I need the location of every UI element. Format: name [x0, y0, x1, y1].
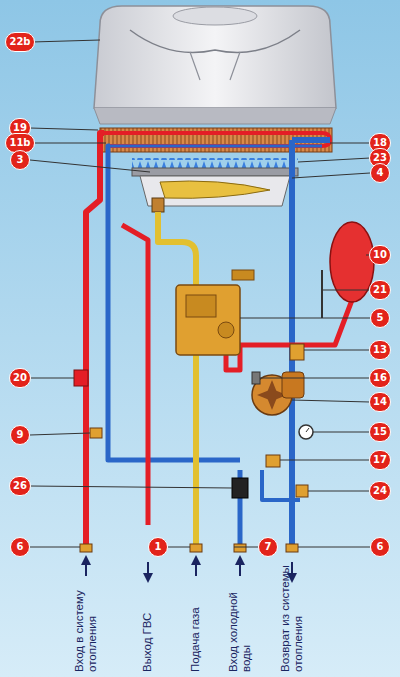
callout-text: 11b — [9, 138, 30, 148]
connection-label: Выход ГВС — [141, 564, 154, 672]
callout-number: 6 — [370, 537, 390, 557]
callout-text: 4 — [377, 168, 384, 178]
callout-text: 19 — [13, 123, 27, 133]
callout-number: 14 — [369, 392, 391, 412]
callout-text: 21 — [373, 285, 387, 295]
connection-label: Возврат из системы отопления — [279, 564, 305, 672]
callout-number: 7 — [258, 537, 278, 557]
callout-text: 15 — [373, 427, 387, 437]
burner — [132, 158, 298, 212]
callout-text: 16 — [373, 373, 387, 383]
callout-text: 9 — [17, 430, 24, 440]
callout-number: 16 — [369, 368, 391, 388]
callout-text: 22b — [9, 37, 30, 47]
connection-label: Вход в систему отопления — [73, 564, 99, 672]
callout-number: 22b — [5, 32, 35, 52]
components — [74, 270, 322, 498]
callout-text: 5 — [377, 313, 384, 323]
callout-number: 21 — [369, 280, 391, 300]
callout-text: 17 — [373, 455, 387, 465]
callout-text: 6 — [377, 542, 384, 552]
callout-number: 5 — [370, 308, 390, 328]
callout-number: 24 — [369, 481, 391, 501]
callout-number: 4 — [370, 163, 390, 183]
callout-text: 10 — [373, 250, 387, 260]
callout-number: 17 — [369, 450, 391, 470]
callout-number: 3 — [10, 150, 30, 170]
callout-text: 13 — [373, 345, 387, 355]
callout-text: 20 — [13, 373, 27, 383]
callout-text: 26 — [13, 481, 27, 491]
callout-text: 1 — [155, 542, 162, 552]
gas-valve — [176, 270, 254, 355]
callout-text: 23 — [373, 153, 387, 163]
pump — [252, 344, 304, 415]
callout-text: 18 — [373, 138, 387, 148]
callout-number: 1 — [148, 537, 168, 557]
leader-lines — [30, 40, 370, 547]
callout-text: 3 — [17, 155, 24, 165]
pipes — [86, 133, 352, 548]
callout-number: 15 — [369, 422, 391, 442]
callout-number: 10 — [369, 245, 391, 265]
callout-number: 6 — [10, 537, 30, 557]
callout-text: 24 — [373, 486, 387, 496]
callout-number: 20 — [9, 368, 31, 388]
callout-text: 7 — [265, 542, 272, 552]
air-vent — [290, 344, 304, 360]
callout-text: 14 — [373, 397, 387, 407]
callout-text: 6 — [17, 542, 24, 552]
callout-number: 13 — [369, 340, 391, 360]
flue-hood — [94, 6, 336, 124]
callout-number: 26 — [9, 476, 31, 496]
callout-number: 9 — [10, 425, 30, 445]
connection-label: Вход холодной воды — [227, 564, 253, 672]
connection-label: Подача газа — [189, 564, 202, 672]
